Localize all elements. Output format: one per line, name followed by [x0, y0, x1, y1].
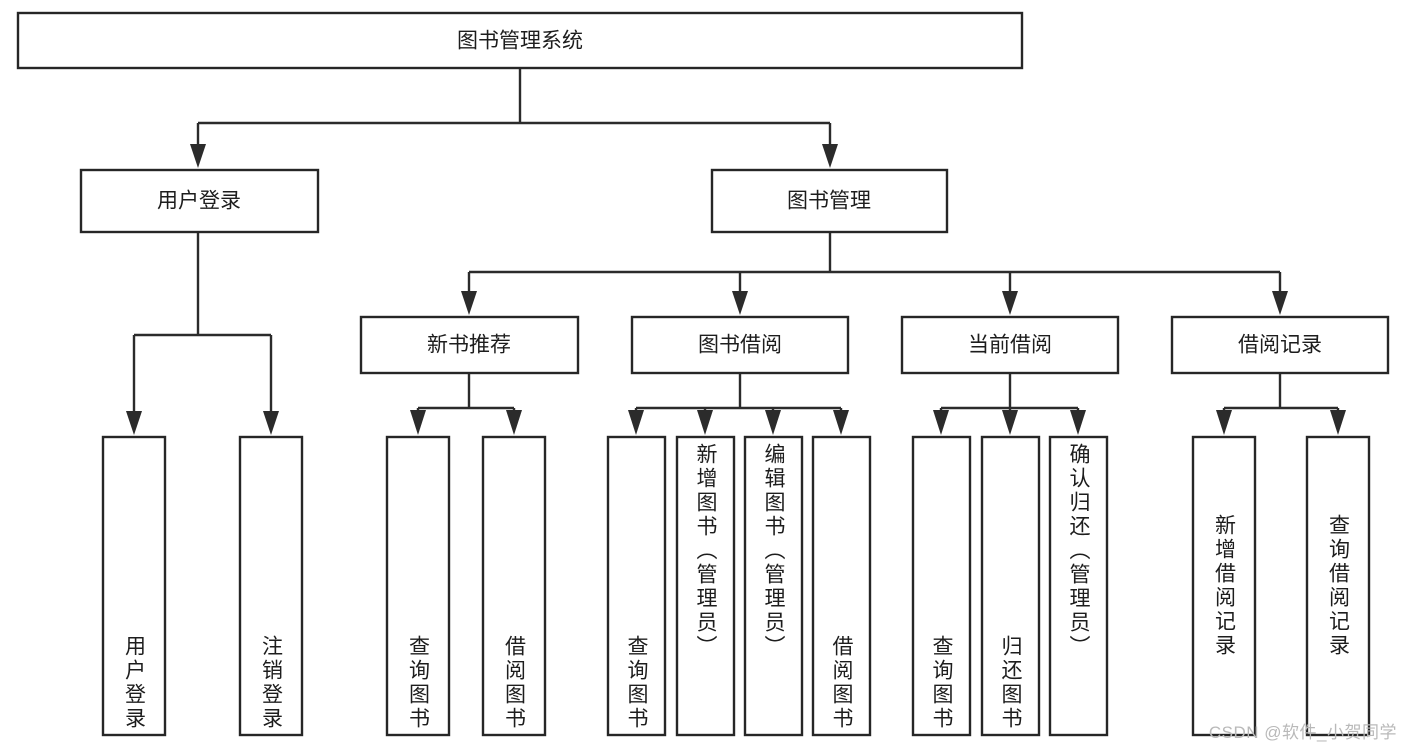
node-book-manage[interactable]: 图书管理: [710, 168, 949, 234]
leaf-label: 注销登录: [259, 635, 283, 731]
arrow-borrow-c3: [765, 410, 781, 435]
leaf-box-user-login-1[interactable]: [238, 435, 304, 737]
arrow-current-c3: [1070, 410, 1086, 435]
connector-group-current-borrow-children: [933, 373, 1086, 435]
arrow-current-c2: [1002, 410, 1018, 435]
node-borrow-record-label: 借阅记录: [1238, 334, 1322, 357]
node-root-box[interactable]: [16, 11, 1024, 70]
csdn-watermark: CSDN @软件_小贺同学: [1208, 723, 1397, 742]
arrow-to-book-manage: [822, 144, 838, 168]
leaf-label: 新增借阅记录: [1212, 514, 1236, 658]
leaf-book-borrow-0[interactable]: 查询图书: [608, 437, 665, 735]
leaf-label: 用户登录: [122, 635, 146, 731]
node-borrow-record[interactable]: 借阅记录: [1170, 315, 1390, 375]
leaf-label: 查询图书: [625, 635, 648, 731]
leaf-book-borrow-1[interactable]: 新增图书（管理员）: [677, 437, 734, 735]
arrow-current-c1: [933, 410, 949, 435]
arrow-borrow-c2: [697, 410, 713, 435]
arrow-bm-child3: [1002, 291, 1018, 315]
node-book-borrow-label: 图书借阅: [698, 334, 782, 357]
leaf-box-book-borrow-3[interactable]: [811, 435, 872, 737]
connector-group-root-to-level2: [190, 68, 838, 168]
node-current-borrow[interactable]: 当前借阅: [900, 315, 1120, 375]
arrow-bm-child1: [461, 291, 477, 315]
leaf-box-new-book-1[interactable]: [481, 435, 547, 737]
node-user-login-label: 用户登录: [157, 190, 241, 213]
node-user-login[interactable]: 用户登录: [79, 168, 320, 234]
arrow-to-user-login: [190, 144, 206, 168]
leaf-label: 新增图书（管理员）: [694, 443, 717, 659]
connector-group-book-manage-children: [461, 232, 1288, 315]
leaf-current-borrow-2[interactable]: 确认归还（管理员）: [1050, 437, 1107, 735]
leaf-box-new-book-0[interactable]: [385, 435, 451, 737]
arrow-newbook-c2: [506, 410, 522, 435]
node-book-manage-label: 图书管理: [787, 190, 871, 213]
node-user-login-box[interactable]: [79, 168, 320, 234]
leaf-boxes: [101, 435, 1371, 737]
leaf-box-current-borrow-2[interactable]: [1048, 435, 1109, 737]
leaf-label: 查询图书: [406, 635, 430, 731]
arrow-record-c1: [1216, 410, 1232, 435]
leaf-label: 查询借阅记录: [1326, 514, 1350, 658]
leaf-user-login-0[interactable]: 用户登录: [103, 437, 165, 735]
leaf-current-borrow-0[interactable]: 查询图书: [913, 437, 970, 735]
leaf-current-borrow-1[interactable]: 归还图书: [982, 437, 1039, 735]
leaf-new-book-0[interactable]: 查询图书: [387, 437, 449, 735]
leaf-book-borrow-3[interactable]: 借阅图书: [813, 437, 870, 735]
leaf-box-book-borrow-1[interactable]: [675, 435, 736, 737]
leaf-label: 编辑图书（管理员）: [762, 443, 785, 659]
leaf-book-borrow-2[interactable]: 编辑图书（管理员）: [745, 437, 802, 735]
arrow-bm-child2: [732, 291, 748, 315]
arrow-user-login-child1: [126, 411, 142, 435]
leaf-label: 查询图书: [930, 635, 953, 731]
leaf-box-book-borrow-2[interactable]: [743, 435, 804, 737]
node-borrow-record-box[interactable]: [1170, 315, 1390, 375]
connector-group-book-borrow-children: [628, 373, 849, 435]
node-root-label: 图书管理系统: [457, 30, 583, 53]
arrow-borrow-c1: [628, 410, 644, 435]
leaf-label: 借阅图书: [502, 635, 526, 731]
node-root[interactable]: 图书管理系统: [16, 11, 1024, 70]
leaf-new-book-1[interactable]: 借阅图书: [483, 437, 545, 735]
node-current-borrow-label: 当前借阅: [968, 334, 1052, 357]
node-book-borrow-box[interactable]: [630, 315, 850, 375]
leaf-box-borrow-record-0[interactable]: [1191, 435, 1257, 737]
leaf-borrow-record-1[interactable]: 查询借阅记录: [1307, 437, 1369, 735]
arrow-user-login-child2: [263, 411, 279, 435]
node-new-book-recommend-box[interactable]: [359, 315, 580, 375]
leaf-label: 归还图书: [999, 635, 1022, 731]
leaf-box-current-borrow-1[interactable]: [980, 435, 1041, 737]
arrow-borrow-c4: [833, 410, 849, 435]
arrow-newbook-c1: [410, 410, 426, 435]
node-book-manage-box[interactable]: [710, 168, 949, 234]
arrow-bm-child4: [1272, 291, 1288, 315]
leaf-user-login-1[interactable]: 注销登录: [240, 437, 302, 735]
leaf-box-user-login-0[interactable]: [101, 435, 167, 737]
arrow-record-c2: [1330, 410, 1346, 435]
connector-group-user-login-children: [126, 232, 279, 435]
leaf-box-book-borrow-0[interactable]: [606, 435, 667, 737]
leaf-borrow-record-0[interactable]: 新增借阅记录: [1193, 437, 1255, 735]
node-new-book-recommend[interactable]: 新书推荐: [359, 315, 580, 375]
leaf-box-current-borrow-0[interactable]: [911, 435, 972, 737]
node-new-book-recommend-label: 新书推荐: [427, 334, 511, 357]
leaf-label: 确认归还（管理员）: [1067, 443, 1090, 659]
node-current-borrow-box[interactable]: [900, 315, 1120, 375]
leaf-label: 借阅图书: [830, 635, 853, 731]
leaf-box-borrow-record-1[interactable]: [1305, 435, 1371, 737]
connector-group-new-book-children: [410, 373, 522, 435]
connector-group-borrow-record-children: [1216, 373, 1346, 435]
node-book-borrow[interactable]: 图书借阅: [630, 315, 850, 375]
